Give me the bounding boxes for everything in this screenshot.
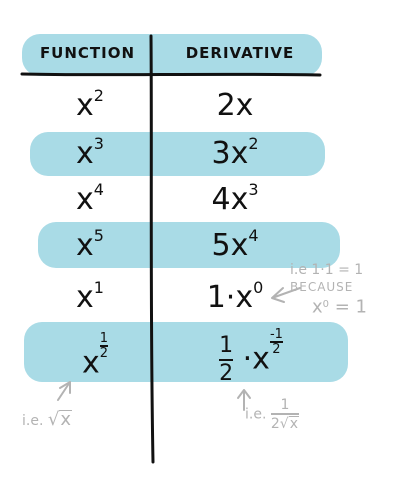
arrow-to-derivative-sqrt <box>237 389 251 411</box>
function-x1: x1 <box>76 278 104 315</box>
column-divider <box>149 34 155 464</box>
function-header: FUNCTION <box>39 44 136 62</box>
function-x4: x4 <box>76 180 104 217</box>
header-underline <box>20 72 322 77</box>
row-band-sqrt <box>24 322 348 382</box>
function-x5: x5 <box>76 226 104 263</box>
derivative-x5: 5x4 <box>211 226 259 263</box>
arrow-to-sqrt-row <box>57 381 71 401</box>
derivative-header: DERIVATIVE <box>185 44 295 62</box>
function-x2: x2 <box>76 86 104 123</box>
derivative-x4: 4x3 <box>211 180 259 217</box>
arrow-to-x-power-zero <box>271 287 301 303</box>
derivative-x1: 1·x0 <box>206 278 264 315</box>
note-ie-sqrt-x: i.e. √x <box>22 409 72 430</box>
row-band-x3 <box>30 132 325 176</box>
derivative-x2: 2x <box>216 88 254 123</box>
note-ie-one: i.e 1·1 = 1 BECAUSE x0 = 1 <box>290 262 368 318</box>
row-band-x5 <box>38 222 340 268</box>
derivative-x3: 3x2 <box>211 134 259 171</box>
function-x3: x3 <box>76 134 104 171</box>
header-band <box>22 34 322 76</box>
note-fraction: 1 2√x <box>270 397 299 432</box>
note-ie-derivative: i.e. 1 2√x <box>245 397 299 432</box>
